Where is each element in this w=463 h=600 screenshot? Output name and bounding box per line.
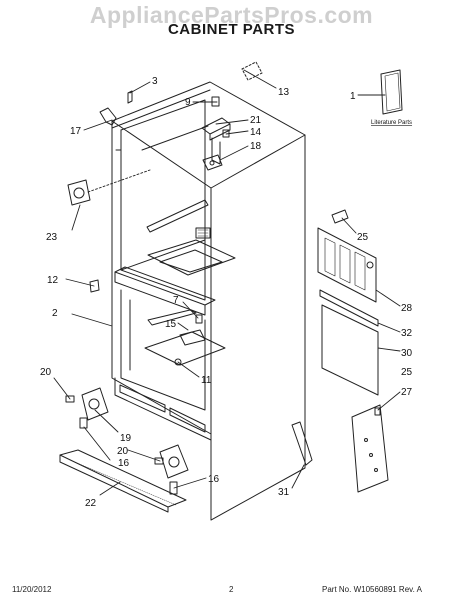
callout-27: 27 [401,387,413,398]
callout-19: 19 [120,433,132,444]
callout-17: 17 [70,126,82,137]
callout-20b: 20 [117,446,129,457]
part-17-clip [99,107,117,126]
callout-11: 11 [201,375,212,386]
callout-25b: 25 [401,367,413,378]
callout-9: 9 [185,97,191,108]
callout-18: 18 [250,141,262,152]
callout-25a: 25 [357,232,369,243]
callout-3: 3 [152,76,158,87]
callout-numbers: 1 2 3 7 9 11 12 13 14 15 16 16 17 18 19 … [40,76,413,509]
callout-22: 22 [85,498,97,509]
callout-16a: 16 [118,458,130,469]
part-23-control [67,179,91,206]
callout-2: 2 [52,308,58,319]
footer-date: 11/20/2012 [12,585,52,594]
part-3-screw [127,90,133,104]
page-title: CABINET PARTS [167,21,296,38]
leader-lines [53,69,401,496]
literature-parts-label: Literature Parts [371,120,412,126]
callout-20a: 20 [40,367,52,378]
callout-16b: 16 [208,474,220,485]
part-12-screw [89,279,100,293]
callout-12: 12 [47,275,59,286]
part-13-plate [241,61,263,81]
callout-23: 23 [46,232,58,243]
part-literature [380,69,403,115]
cabinet-body [111,81,306,521]
callout-31: 31 [278,487,290,498]
callout-14: 14 [250,127,262,138]
callout-7: 7 [173,295,179,306]
callout-1: 1 [350,91,356,102]
callout-21: 21 [250,115,262,126]
callout-13: 13 [278,87,290,98]
callout-15: 15 [165,319,177,330]
part-lower-hardware [174,314,206,366]
part-rear-panels [317,209,389,493]
part-lower-hinges-feet [59,387,189,513]
footer-page-number: 2 [229,585,234,594]
footer-part-number: Part No. W10560891 Rev. A [322,585,422,594]
callout-30: 30 [401,348,413,359]
part-31-handle [291,421,313,466]
callout-28: 28 [401,303,413,314]
watermark: AppliancePartsPros.com [89,2,374,28]
part-upper-hinge [201,96,231,171]
callout-32: 32 [401,328,413,339]
